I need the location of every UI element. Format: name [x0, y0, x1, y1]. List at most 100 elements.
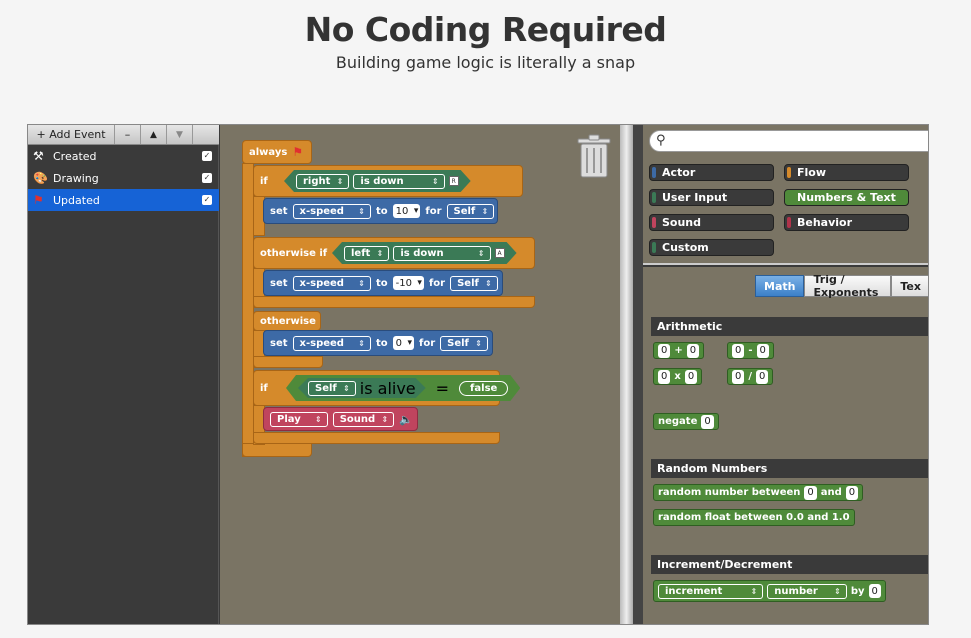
to-label: to — [375, 205, 388, 217]
operand-input[interactable]: 0 — [756, 343, 769, 358]
palette-icon: 🎨 — [33, 171, 48, 185]
event-item-drawing[interactable]: 🎨 Drawing ✓ — [28, 167, 219, 189]
min-input[interactable]: 0 — [804, 485, 817, 500]
key-dropdown[interactable]: right — [296, 174, 349, 189]
category-user-input[interactable]: User Input — [649, 189, 774, 206]
operand-input[interactable]: 0 — [686, 343, 700, 358]
divide-block[interactable]: 0 / 0 — [727, 368, 774, 385]
random-float-block[interactable]: random float between 0.0 and 1.0 — [653, 509, 855, 526]
events-panel: + Add Event – ▲ ▼ ⚒ Created ✓ 🎨 Drawing … — [28, 125, 219, 624]
move-up-button[interactable]: ▲ — [141, 125, 167, 144]
event-label: Drawing — [53, 171, 99, 185]
section-random-numbers: Random Numbers — [651, 459, 928, 478]
operand-input[interactable]: 0 — [732, 343, 745, 358]
random-float-label: random float between 0.0 and 1.0 — [658, 512, 850, 523]
amount-input[interactable]: 0 — [868, 584, 881, 598]
category-swatch — [787, 167, 791, 178]
always-block[interactable]: always ⚑ — [242, 140, 312, 164]
event-checkbox[interactable]: ✓ — [202, 195, 212, 205]
operand-input[interactable]: 0 — [756, 369, 769, 384]
category-custom[interactable]: Custom — [649, 239, 774, 256]
operator-label: x — [674, 371, 681, 382]
increment-block[interactable]: increment number by 0 — [653, 580, 886, 602]
key-condition[interactable]: right is down R — [284, 170, 471, 192]
operator-label: - — [748, 345, 753, 356]
negate-block[interactable]: negate 0 — [653, 413, 719, 430]
script-canvas[interactable]: always ⚑ if right is down R set x-speed … — [220, 125, 620, 624]
remove-event-button[interactable]: – — [115, 125, 141, 144]
false-value[interactable]: false — [459, 381, 508, 396]
set-block[interactable]: set x-speed to 0 for Self — [263, 330, 493, 356]
run-icon: ⚑ — [292, 145, 304, 159]
variable-dropdown[interactable]: number — [767, 583, 847, 599]
to-label: to — [375, 277, 388, 289]
panel-divider[interactable] — [620, 125, 633, 624]
alive-condition[interactable]: Self is alive — [298, 378, 426, 398]
key-condition[interactable]: left is down A — [332, 242, 517, 264]
event-checkbox[interactable]: ✓ — [202, 173, 212, 183]
property-dropdown[interactable]: x-speed — [292, 335, 371, 351]
tab-text[interactable]: Tex — [891, 275, 928, 297]
key-state-dropdown[interactable]: is down — [393, 246, 490, 261]
key-state-dropdown[interactable]: is down — [353, 174, 444, 189]
operand-input[interactable]: 0 — [658, 369, 671, 384]
always-label: always — [249, 146, 288, 158]
equals-condition[interactable]: Self is alive = false — [286, 375, 520, 401]
set-block[interactable]: set x-speed to 10 for Self — [263, 198, 498, 224]
event-item-created[interactable]: ⚒ Created ✓ — [28, 145, 219, 167]
add-block[interactable]: 0 + 0 — [653, 342, 705, 359]
search-input[interactable]: ⚲ — [649, 130, 928, 152]
equals-label: = — [435, 378, 450, 398]
category-behavior[interactable]: Behavior — [784, 214, 909, 231]
category-swatch — [787, 192, 791, 203]
if-footer — [253, 432, 500, 444]
property-dropdown[interactable]: x-speed — [292, 275, 371, 291]
category-numbers-text[interactable]: Numbers & Text — [784, 189, 909, 206]
operator-label: / — [748, 371, 753, 382]
category-actor[interactable]: Actor — [649, 164, 774, 181]
target-dropdown[interactable]: Self — [440, 335, 488, 351]
value-input[interactable]: 0 — [392, 336, 414, 350]
subtract-block[interactable]: 0 - 0 — [727, 342, 774, 359]
category-label: Behavior — [797, 216, 853, 229]
category-flow[interactable]: Flow — [784, 164, 909, 181]
event-item-updated[interactable]: ⚑ Updated ✓ — [28, 189, 219, 211]
sound-dropdown[interactable]: Sound — [332, 411, 395, 427]
play-sound-block[interactable]: Play Sound 🔈 — [263, 407, 418, 431]
value-input[interactable]: -10 — [392, 276, 424, 290]
category-swatch — [787, 217, 791, 228]
for-label: for — [428, 277, 446, 289]
add-event-button[interactable]: + Add Event — [28, 125, 115, 144]
set-block[interactable]: set x-speed to -10 for Self — [263, 270, 503, 296]
category-swatch — [652, 217, 656, 228]
key-dropdown[interactable]: left — [344, 246, 389, 261]
operand-input[interactable]: 0 — [658, 343, 671, 358]
category-label: Actor — [662, 166, 696, 179]
random-number-block[interactable]: random number between 0 and 0 — [653, 484, 864, 501]
otherwise-block[interactable]: otherwise — [253, 311, 321, 331]
random-label: random number between — [658, 487, 801, 498]
tab-math[interactable]: Math — [755, 275, 805, 297]
target-dropdown[interactable]: Self — [450, 275, 498, 291]
multiply-block[interactable]: 0 x 0 — [653, 368, 703, 385]
negate-label: negate — [658, 416, 698, 427]
operand-input[interactable]: 0 — [732, 369, 745, 384]
object-dropdown[interactable]: Self — [308, 381, 356, 396]
tab-trig-exponents[interactable]: Trig / Exponents — [804, 273, 892, 299]
operand-input[interactable]: 0 — [701, 414, 714, 429]
target-dropdown[interactable]: Self — [446, 203, 495, 219]
increment-dropdown[interactable]: increment — [658, 583, 764, 599]
event-checkbox[interactable]: ✓ — [202, 151, 212, 161]
trash-icon[interactable] — [576, 133, 612, 179]
section-increment-decrement: Increment/Decrement — [651, 555, 928, 574]
max-input[interactable]: 0 — [845, 485, 859, 500]
action-dropdown[interactable]: Play — [270, 411, 328, 427]
operand-input[interactable]: 0 — [684, 369, 698, 384]
category-swatch — [652, 167, 656, 178]
move-down-button[interactable]: ▼ — [167, 125, 193, 144]
category-sound[interactable]: Sound — [649, 214, 774, 231]
value-input[interactable]: 10 — [392, 204, 421, 218]
category-label: Custom — [662, 241, 709, 254]
property-dropdown[interactable]: x-speed — [292, 203, 371, 219]
speaker-icon: 🔈 — [399, 412, 413, 426]
